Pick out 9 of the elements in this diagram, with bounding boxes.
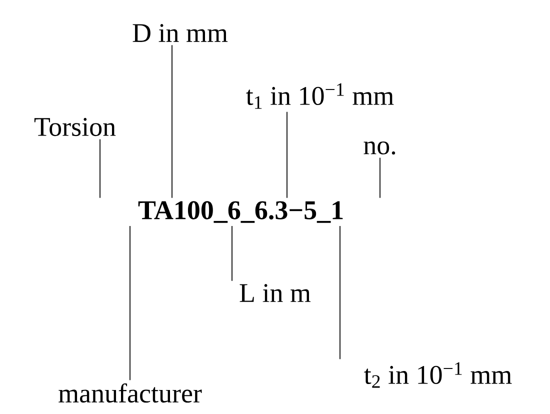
annotation-label: manufacturer <box>58 383 202 403</box>
code-label: TA100_6_6.3−5_1 <box>138 201 343 223</box>
leader-line <box>286 111 288 198</box>
annotation-label: t$_{2}$ in 10$^{−1}$ mm <box>364 362 512 388</box>
annotation-label: Torsion <box>34 118 116 136</box>
annotation-label: L in m <box>240 284 311 302</box>
annotation-label: t$_{1}$ in 10$^{−1}$ mm <box>246 83 394 109</box>
annotation-label: D in mm <box>132 24 228 42</box>
annotation-label: no. <box>364 141 396 155</box>
